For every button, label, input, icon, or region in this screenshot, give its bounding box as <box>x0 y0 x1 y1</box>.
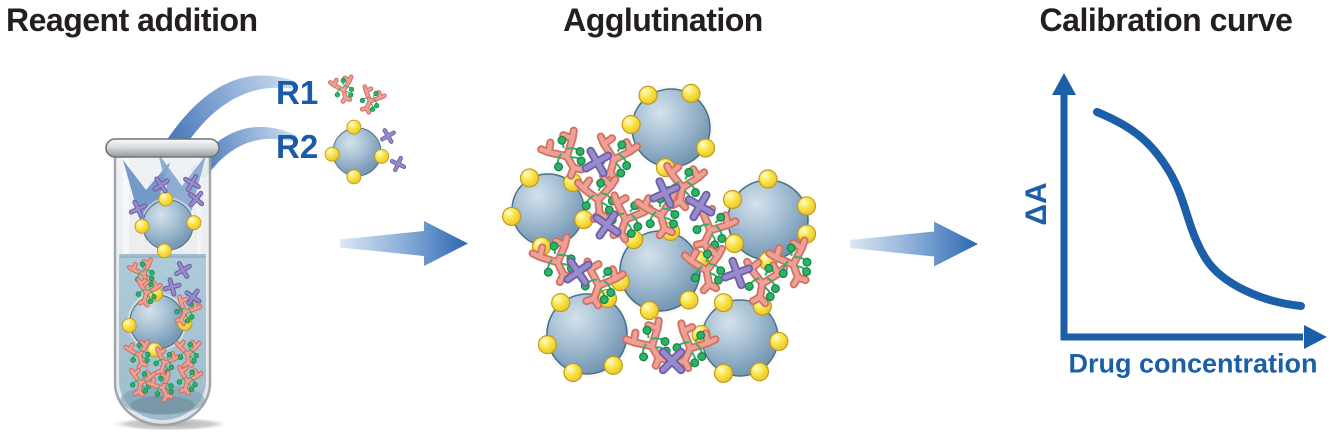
axis-lines <box>1060 92 1303 341</box>
drug-molecule-icon <box>689 195 711 217</box>
reagent-r1-label: R1 <box>276 74 319 111</box>
reagent-r2-label: R2 <box>276 128 319 165</box>
drug-molecule-icon <box>131 202 144 215</box>
flow-arrow-2 <box>850 221 978 267</box>
binding-site-dot <box>724 233 744 254</box>
binding-site-dot <box>603 355 623 375</box>
x-axis-arrowhead <box>1304 325 1327 349</box>
drug-molecule-icon <box>155 179 167 191</box>
binding-site-dot <box>796 196 817 216</box>
binding-site-dot <box>696 138 716 158</box>
panel-title-reagent-addition: Reagent addition <box>6 2 258 38</box>
binding-site-dot <box>639 301 659 321</box>
binding-site-dot <box>621 114 641 135</box>
binding-site-dot <box>501 206 522 227</box>
test-tube <box>105 138 220 427</box>
agglutination-cluster <box>501 83 818 383</box>
binding-site-dot <box>758 169 778 189</box>
binding-site-dot <box>551 293 571 313</box>
panel-title-agglutination: Agglutination <box>563 2 763 38</box>
drug-molecule-icon <box>187 291 199 303</box>
binding-site-dot <box>722 189 743 210</box>
calibration-graph <box>1052 73 1327 349</box>
drug-molecule-icon <box>568 262 589 283</box>
drug-molecule-icon <box>597 215 618 236</box>
binding-site-dot <box>713 293 734 313</box>
binding-site-dot <box>346 169 362 185</box>
binding-site-dot <box>156 243 172 259</box>
binding-site-dot <box>681 83 701 103</box>
x-axis-label: Drug concentration <box>1068 348 1318 379</box>
panel-title-calibration-curve: Calibration curve <box>1039 2 1293 38</box>
drug-molecule-icon <box>653 181 676 204</box>
antibody-icon <box>330 76 357 103</box>
test-tube-rim <box>105 138 220 158</box>
y-axis-label: ΔA <box>1020 182 1053 226</box>
binding-site-dot <box>186 215 202 231</box>
binding-site-dot <box>749 362 770 382</box>
binding-site-dot <box>679 290 699 310</box>
drug-molecule-icon <box>382 130 393 141</box>
binding-site-dot <box>134 218 150 234</box>
drug-molecule-icon <box>177 264 190 277</box>
binding-site-dot <box>713 363 734 383</box>
binding-site-dot <box>563 362 583 383</box>
binding-site-dot <box>158 191 174 207</box>
flow-arrow-1 <box>340 221 468 266</box>
binding-site-dot <box>346 119 362 135</box>
binding-site-dot <box>324 146 340 162</box>
binding-site-dot <box>121 317 137 333</box>
y-axis-arrowhead <box>1052 73 1076 95</box>
drug-molecule-icon <box>392 158 404 170</box>
reagent-icons <box>324 76 404 185</box>
drug-molecule-icon <box>586 151 608 173</box>
binding-site-dot <box>374 148 390 164</box>
binding-site-dot <box>769 331 789 351</box>
drug-molecule-icon <box>186 177 199 190</box>
binding-site-dot <box>519 168 540 188</box>
binding-site-dot <box>638 85 658 105</box>
binding-site-dot <box>537 335 557 355</box>
antibody-icon <box>356 86 385 115</box>
tube-bottom-shade-dark <box>130 396 195 414</box>
calibration-curve-line <box>1093 108 1305 310</box>
